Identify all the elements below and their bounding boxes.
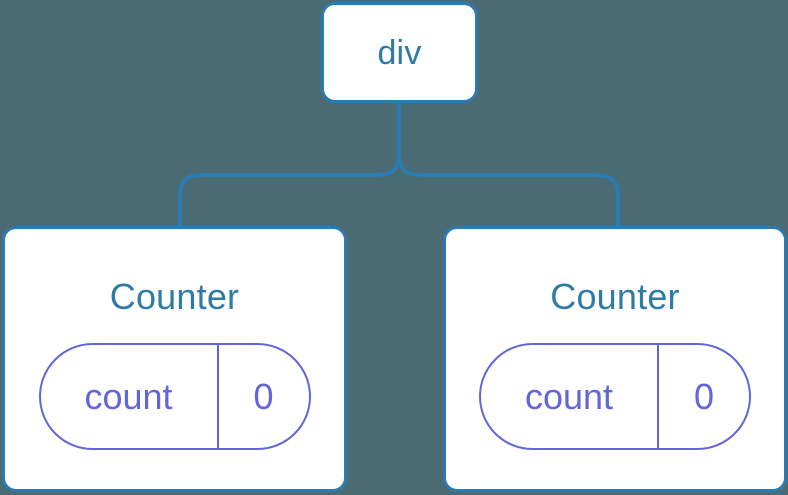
connector-to-right-child [397, 151, 620, 226]
state-pill-counter-1: count 0 [38, 343, 311, 450]
node-div-label: div [377, 33, 422, 72]
node-counter-1-label: Counter [109, 276, 240, 317]
node-counter-2[interactable]: Counter count 0 [443, 226, 787, 492]
node-counter-1[interactable]: Counter count 0 [2, 226, 347, 492]
connector-to-left-child [178, 151, 401, 226]
node-div[interactable]: div [321, 2, 478, 103]
state-key-counter-1: count [41, 345, 219, 448]
state-value-counter-2: 0 [693, 375, 715, 417]
node-counter-2-label: Counter [550, 276, 680, 317]
state-value-counter-1: 0 [253, 375, 274, 417]
state-key-counter-2: count [481, 345, 659, 448]
state-pill-counter-2: count 0 [479, 343, 751, 450]
